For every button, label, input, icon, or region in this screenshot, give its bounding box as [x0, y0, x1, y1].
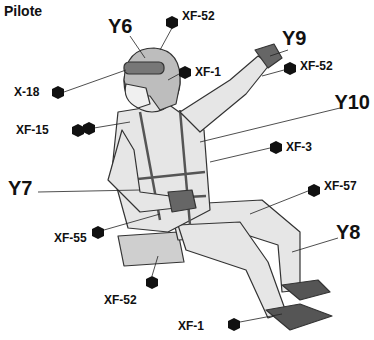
- callout-number: Y8: [336, 222, 360, 242]
- paint-hex: [52, 16, 320, 331]
- paint-code: XF-1: [195, 66, 221, 78]
- paint-code: XF-1: [178, 320, 204, 332]
- paint-code: XF-57: [324, 180, 357, 192]
- paint-code: XF-52: [300, 60, 333, 72]
- paint-code: XF-3: [286, 141, 312, 153]
- paint-code: XF-52: [182, 10, 215, 22]
- callout-number: Y6: [108, 16, 132, 36]
- callout-number: Y9: [282, 28, 306, 48]
- paint-code: XF-15: [16, 124, 49, 136]
- paint-code: XF-52: [104, 294, 137, 306]
- callout-number: Y10: [334, 92, 370, 112]
- callout-number: Y7: [8, 178, 32, 198]
- title: Pilote: [4, 4, 42, 18]
- paint-code: XF-55: [54, 232, 87, 244]
- paint-code: X-18: [14, 86, 39, 98]
